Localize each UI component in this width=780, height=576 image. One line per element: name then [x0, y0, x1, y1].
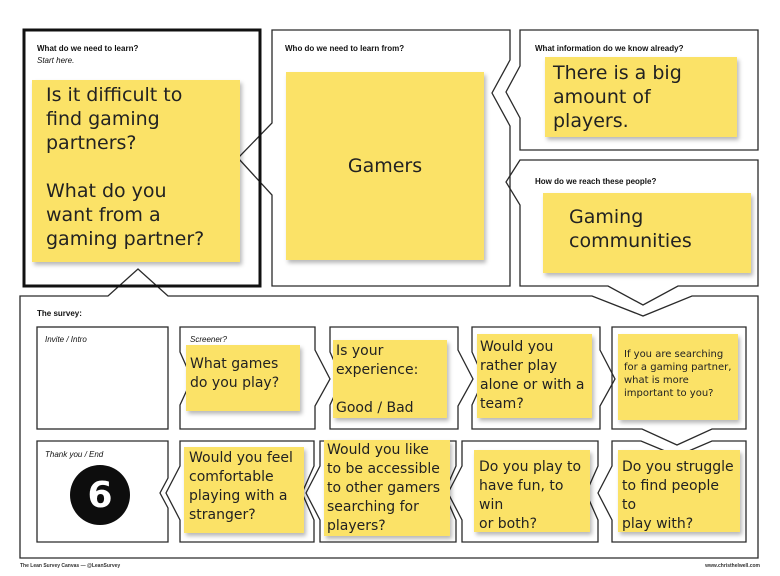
q2-sticky-note[interactable]: Would you rather play alone or with a te… [477, 334, 592, 418]
thankyou-label: Thank you / End [45, 450, 104, 459]
learn-box-outline [22, 28, 262, 288]
who-note-text: Gamers [347, 155, 423, 177]
who-sticky-note[interactable]: Gamers [286, 72, 484, 260]
q5-sticky-note[interactable]: Do you play to have fun, to win or both? [474, 450, 590, 532]
learn-header: What do we need to learn? [37, 44, 139, 53]
know-sticky-note[interactable]: There is a big amount of players. [545, 57, 737, 137]
q1-note-text: Is your experience: Good / Bad [336, 343, 419, 416]
invite-cell [36, 326, 169, 430]
thankyou-cell [36, 440, 169, 543]
know-note-text: There is a big amount of players. [553, 62, 682, 132]
reach-note-text: Gaming communities [569, 206, 692, 252]
q4-sticky-note[interactable]: Do you struggle to find people to play w… [618, 450, 740, 532]
footer-right: www.christhelwell.com [705, 563, 760, 569]
screener-label: Screener? [190, 335, 227, 344]
know-header: What information do we know already? [535, 44, 684, 53]
q7-cell [165, 440, 315, 543]
q7-sticky-note[interactable]: Would you feel comfortable playing with … [184, 447, 304, 533]
response-count-badge: 6 [70, 465, 130, 525]
q6-sticky-note[interactable]: Would you like to be accessible to other… [324, 440, 450, 536]
invite-label: Invite / Intro [45, 335, 87, 344]
q6-note-text: Would you like to be accessible to other… [327, 442, 441, 534]
q5-cell [447, 440, 599, 543]
reach-header: How do we reach these people? [535, 177, 657, 186]
q1-sticky-note[interactable]: Is your experience: Good / Bad [333, 340, 447, 418]
who-header: Who do we need to learn from? [285, 44, 405, 53]
q4-note-text: Do you struggle to find people to play w… [622, 459, 734, 532]
reach-sticky-note[interactable]: Gaming communities [543, 193, 751, 273]
screener-note-text: What games do you play? [190, 356, 280, 391]
footer-left: The Lean Survey Canvas — @LeanSurvey [20, 563, 121, 569]
know-box-outline [505, 29, 759, 151]
q3-sticky-note[interactable]: If you are searching for a gaming partne… [618, 334, 738, 420]
learn-sticky-note[interactable]: Is it difficult to find gaming partners?… [32, 80, 240, 262]
q3-cell [611, 326, 747, 446]
learn-subheader: Start here. [37, 56, 75, 65]
reach-box-outline [505, 159, 759, 306]
survey-header: The survey: [37, 309, 82, 318]
q3-note-text: If you are searching for a gaming partne… [624, 349, 732, 399]
q7-note-text: Would you feel comfortable playing with … [189, 450, 293, 523]
q5-note-text: Do you play to have fun, to win or both? [479, 459, 582, 532]
who-box-outline [237, 29, 511, 287]
learn-note-text: Is it difficult to find gaming partners?… [46, 84, 205, 250]
q6-cell [305, 440, 457, 543]
q2-note-text: Would you rather play alone or with a te… [480, 339, 585, 412]
survey-frame-outline [19, 268, 759, 559]
screener-sticky-note[interactable]: What games do you play? [186, 345, 300, 411]
